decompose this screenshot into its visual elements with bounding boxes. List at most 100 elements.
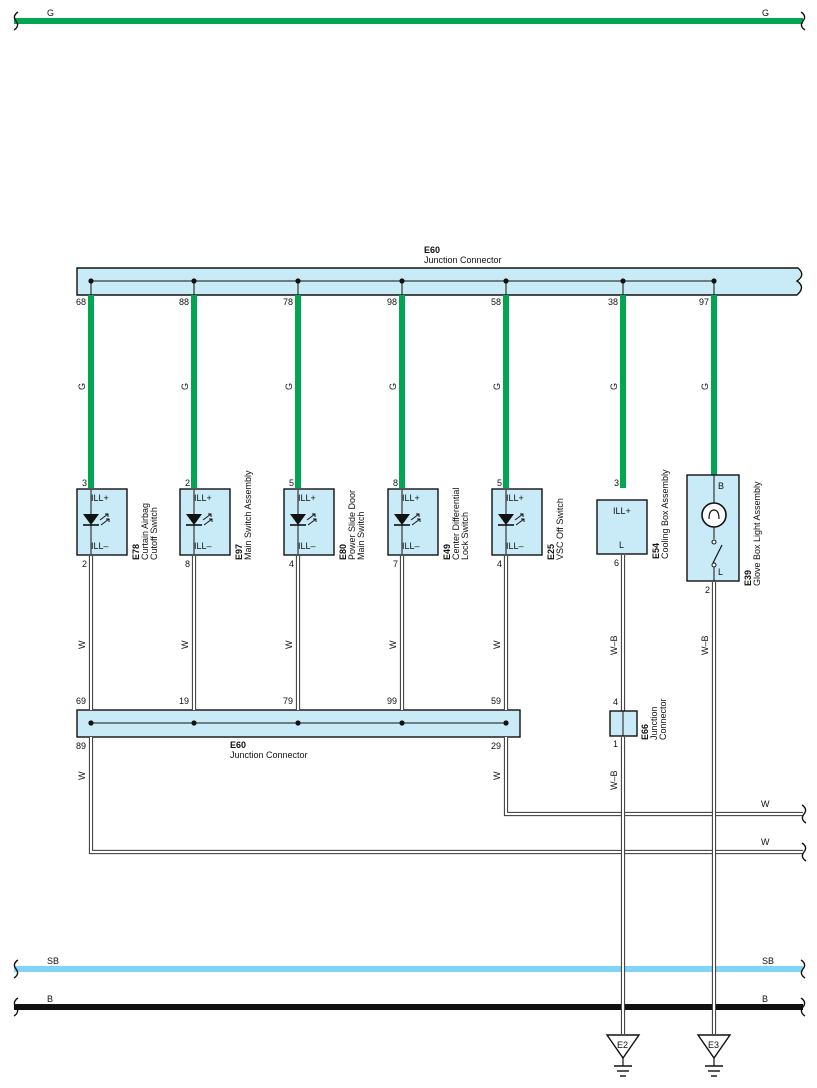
wire-code-bottom-e49: W <box>388 640 398 649</box>
component-box-e25 <box>491 488 543 556</box>
wire-code-top-e97: G <box>180 383 190 390</box>
component-name-e54-0: Cooling Box Assembly <box>660 469 670 559</box>
wire-code-bottom-e25: W <box>492 640 502 649</box>
junction-bottom-id: E60 <box>230 740 246 750</box>
wire-code-pin29: W <box>492 771 502 780</box>
component-id-e49: E49 <box>442 544 452 560</box>
component-name-e25-0: VSC Off Switch <box>555 498 565 560</box>
component-name-e80-0: Power Slide Door <box>347 490 357 560</box>
led-arrow-1-e25 <box>514 513 524 521</box>
terminal-b-e39: B <box>718 481 724 491</box>
junction-bottom-node-1 <box>191 720 197 726</box>
wire-w-pin89-inner <box>89 737 803 854</box>
wire-code-pin89: W <box>77 771 87 780</box>
pin-out-e80: 4 <box>289 559 294 569</box>
junction-top-node-start <box>88 278 94 284</box>
junction-bottom-node-4 <box>503 720 509 726</box>
led-arrow-1-e49 <box>410 513 420 521</box>
switch-blade-icon <box>712 544 723 564</box>
component-box-e80 <box>283 488 335 556</box>
pin-out-e39: 2 <box>705 585 710 595</box>
ground-id-e3: E3 <box>708 1040 719 1050</box>
bus-sb-left-end <box>13 959 19 979</box>
component-name-e49-1: Lock Switch <box>460 512 470 560</box>
terminal-ill-plus-e49: ILL+ <box>402 493 420 503</box>
ground-triangle-0 <box>605 1034 641 1060</box>
junction-e66-pin-top: 4 <box>613 697 618 707</box>
ground-triangle-1 <box>696 1034 732 1060</box>
junction-bottom-node-3 <box>399 720 405 726</box>
wire-code-bottom-e54: W–B <box>609 635 619 655</box>
terminal-ill-plus-e25: ILL+ <box>506 493 524 503</box>
junction-top-pin-97: 97 <box>699 297 709 307</box>
terminal-ill-plus-e80: ILL+ <box>298 493 316 503</box>
junction-top-pin-98: 98 <box>387 297 397 307</box>
wire-code-bottom-e80: W <box>284 640 294 649</box>
junction-e66-name-1: Connector <box>658 698 668 740</box>
bus-b-right-end <box>800 997 806 1017</box>
led-arrow-2-e78 <box>100 518 110 526</box>
component-id-e80: E80 <box>338 544 348 560</box>
bulb-icon <box>701 502 727 528</box>
bus-g-right-end <box>800 11 806 31</box>
switch-contact-bottom <box>711 562 717 568</box>
wire-code-right-1: W <box>761 799 770 809</box>
pin-out-e25: 4 <box>497 559 502 569</box>
wire-w-pin29-outer <box>503 737 803 817</box>
pin-in-e25: 5 <box>497 478 502 488</box>
terminal-ill-minus-e49: ILL– <box>402 541 420 551</box>
wire-code-bottom-e39: W–B <box>700 635 710 655</box>
junction-top-node-5 <box>711 278 717 284</box>
wire-w-pin89-outer <box>88 737 803 855</box>
component-id-e54: E54 <box>651 543 661 559</box>
wire-code-e66: W–B <box>609 770 619 790</box>
terminal-ill-plus-e78: ILL+ <box>91 493 109 503</box>
component-name-e97-0: Main Switch Assembly <box>243 470 253 560</box>
terminal-l-e39: L <box>718 567 723 577</box>
led-arrow-2-e80 <box>307 518 317 526</box>
component-name-e49-0: Center Differential <box>451 488 461 560</box>
pin-in-e97: 2 <box>185 478 190 488</box>
bus-sb-code-right: SB <box>762 956 774 966</box>
wire-code-bottom-e78: W <box>77 640 87 649</box>
led-arrow-2-e49 <box>411 518 421 526</box>
junction-e66-pin-bottom: 1 <box>613 739 618 749</box>
component-id-e78: E78 <box>131 544 141 560</box>
wire-code-top-e49: G <box>388 383 398 390</box>
bus-sb-code-left: SB <box>47 956 59 966</box>
junction-bottom-pin-top-19: 19 <box>179 696 189 706</box>
junction-top-pin-88: 88 <box>179 297 189 307</box>
junction-bottom-pin-29: 29 <box>491 741 501 751</box>
wire-code-top-e25: G <box>492 383 502 390</box>
bus-g-code-right: G <box>762 8 769 18</box>
led-icon-e78 <box>83 514 99 525</box>
junction-top-node-1 <box>295 278 301 284</box>
junction-top-node-4 <box>620 278 626 284</box>
junction-top-name: Junction Connector <box>424 255 502 265</box>
led-arrow-1-e78 <box>99 513 109 521</box>
bus-b-left-end <box>13 997 19 1017</box>
terminal-ill-minus-e97: ILL– <box>194 541 212 551</box>
component-box-e49 <box>387 488 439 556</box>
terminal-ill-minus-e80: ILL– <box>298 541 316 551</box>
wire-w-pin29-inner <box>504 737 803 816</box>
bus-g-code-left: G <box>47 8 54 18</box>
junction-top-pin-58: 58 <box>491 297 501 307</box>
wire-code-top-e78: G <box>77 383 87 390</box>
junction-top-pin-68: 68 <box>76 297 86 307</box>
pin-in-e54: 3 <box>614 478 619 488</box>
junction-bottom-pin-89: 89 <box>76 741 86 751</box>
component-id-e97: E97 <box>234 544 244 560</box>
component-id-e25: E25 <box>546 544 556 560</box>
pin-out-e78: 2 <box>82 559 87 569</box>
pin-in-e49: 8 <box>393 478 398 488</box>
ground-id-e2: E2 <box>617 1040 628 1050</box>
wire-code-right-2: W <box>761 837 770 847</box>
led-arrow-1-e80 <box>306 513 316 521</box>
switch-contact-top <box>711 539 717 545</box>
led-icon-e97 <box>186 514 202 525</box>
bus-b-code-right: B <box>762 994 768 1004</box>
component-name-e39-0: Glove Box Light Assembly <box>752 481 762 586</box>
wire-right-2-end <box>801 842 807 862</box>
